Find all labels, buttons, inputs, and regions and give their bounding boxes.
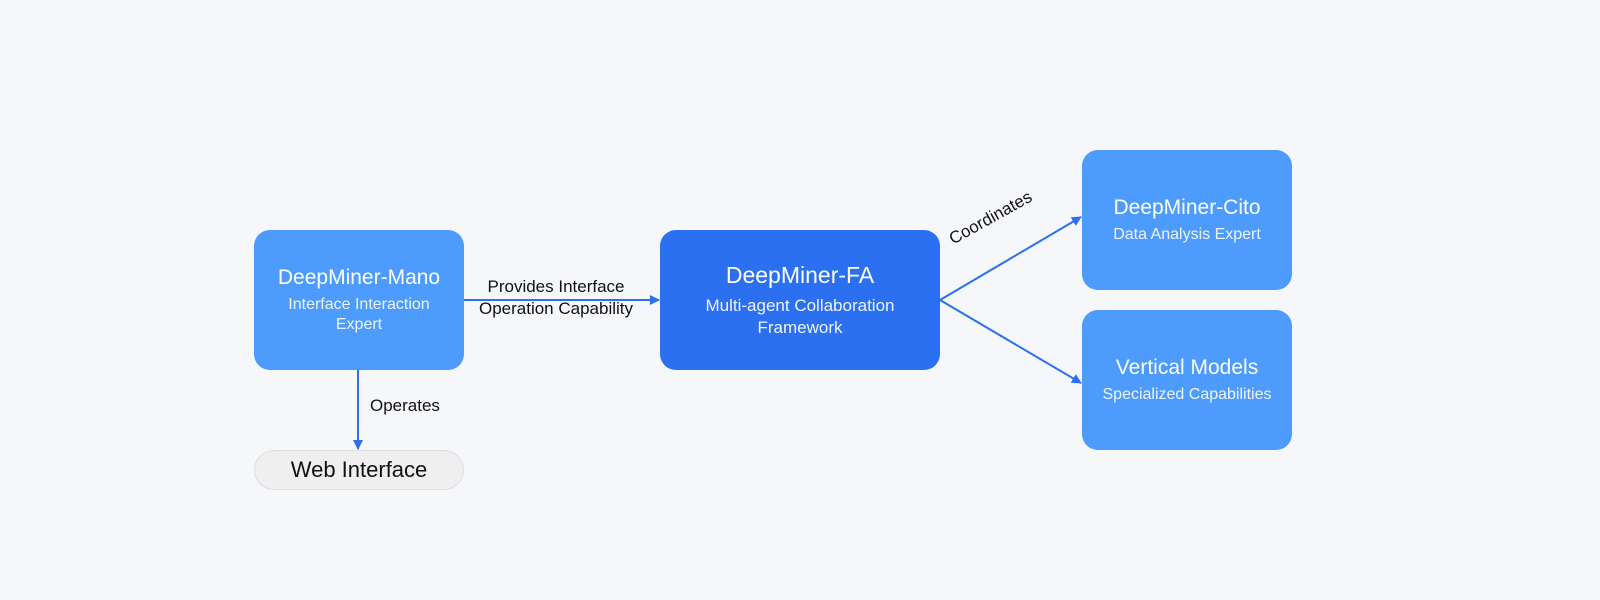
node-title: DeepMiner-Cito	[1113, 196, 1261, 219]
node-web-interface: Web Interface	[254, 450, 464, 490]
node-vertical-models: Vertical Models Specialized Capabilities	[1082, 310, 1292, 450]
node-subtitle: Multi-agent Collaboration Framework	[705, 296, 895, 337]
node-title: DeepMiner-Mano	[277, 266, 441, 289]
node-title: Vertical Models	[1115, 356, 1259, 379]
node-subtitle: Data Analysis Expert	[1113, 226, 1261, 243]
edge-label-provides: Provides Interface Operation Capability	[478, 277, 634, 318]
arrow-fa-to-cito	[939, 216, 1082, 301]
node-title: DeepMiner-FA	[725, 262, 875, 288]
node-deepminer-cito: DeepMiner-Cito Data Analysis Expert	[1082, 150, 1292, 290]
node-deepminer-fa: DeepMiner-FA Multi-agent Collaboration F…	[660, 230, 940, 370]
arrow-fa-to-vertical	[939, 299, 1082, 384]
node-subtitle: Interface Interaction Expert	[288, 296, 430, 333]
node-subtitle: Specialized Capabilities	[1102, 386, 1272, 403]
edge-label-operates: Operates	[370, 396, 440, 415]
node-deepminer-mano: DeepMiner-Mano Interface Interaction Exp…	[254, 230, 464, 370]
